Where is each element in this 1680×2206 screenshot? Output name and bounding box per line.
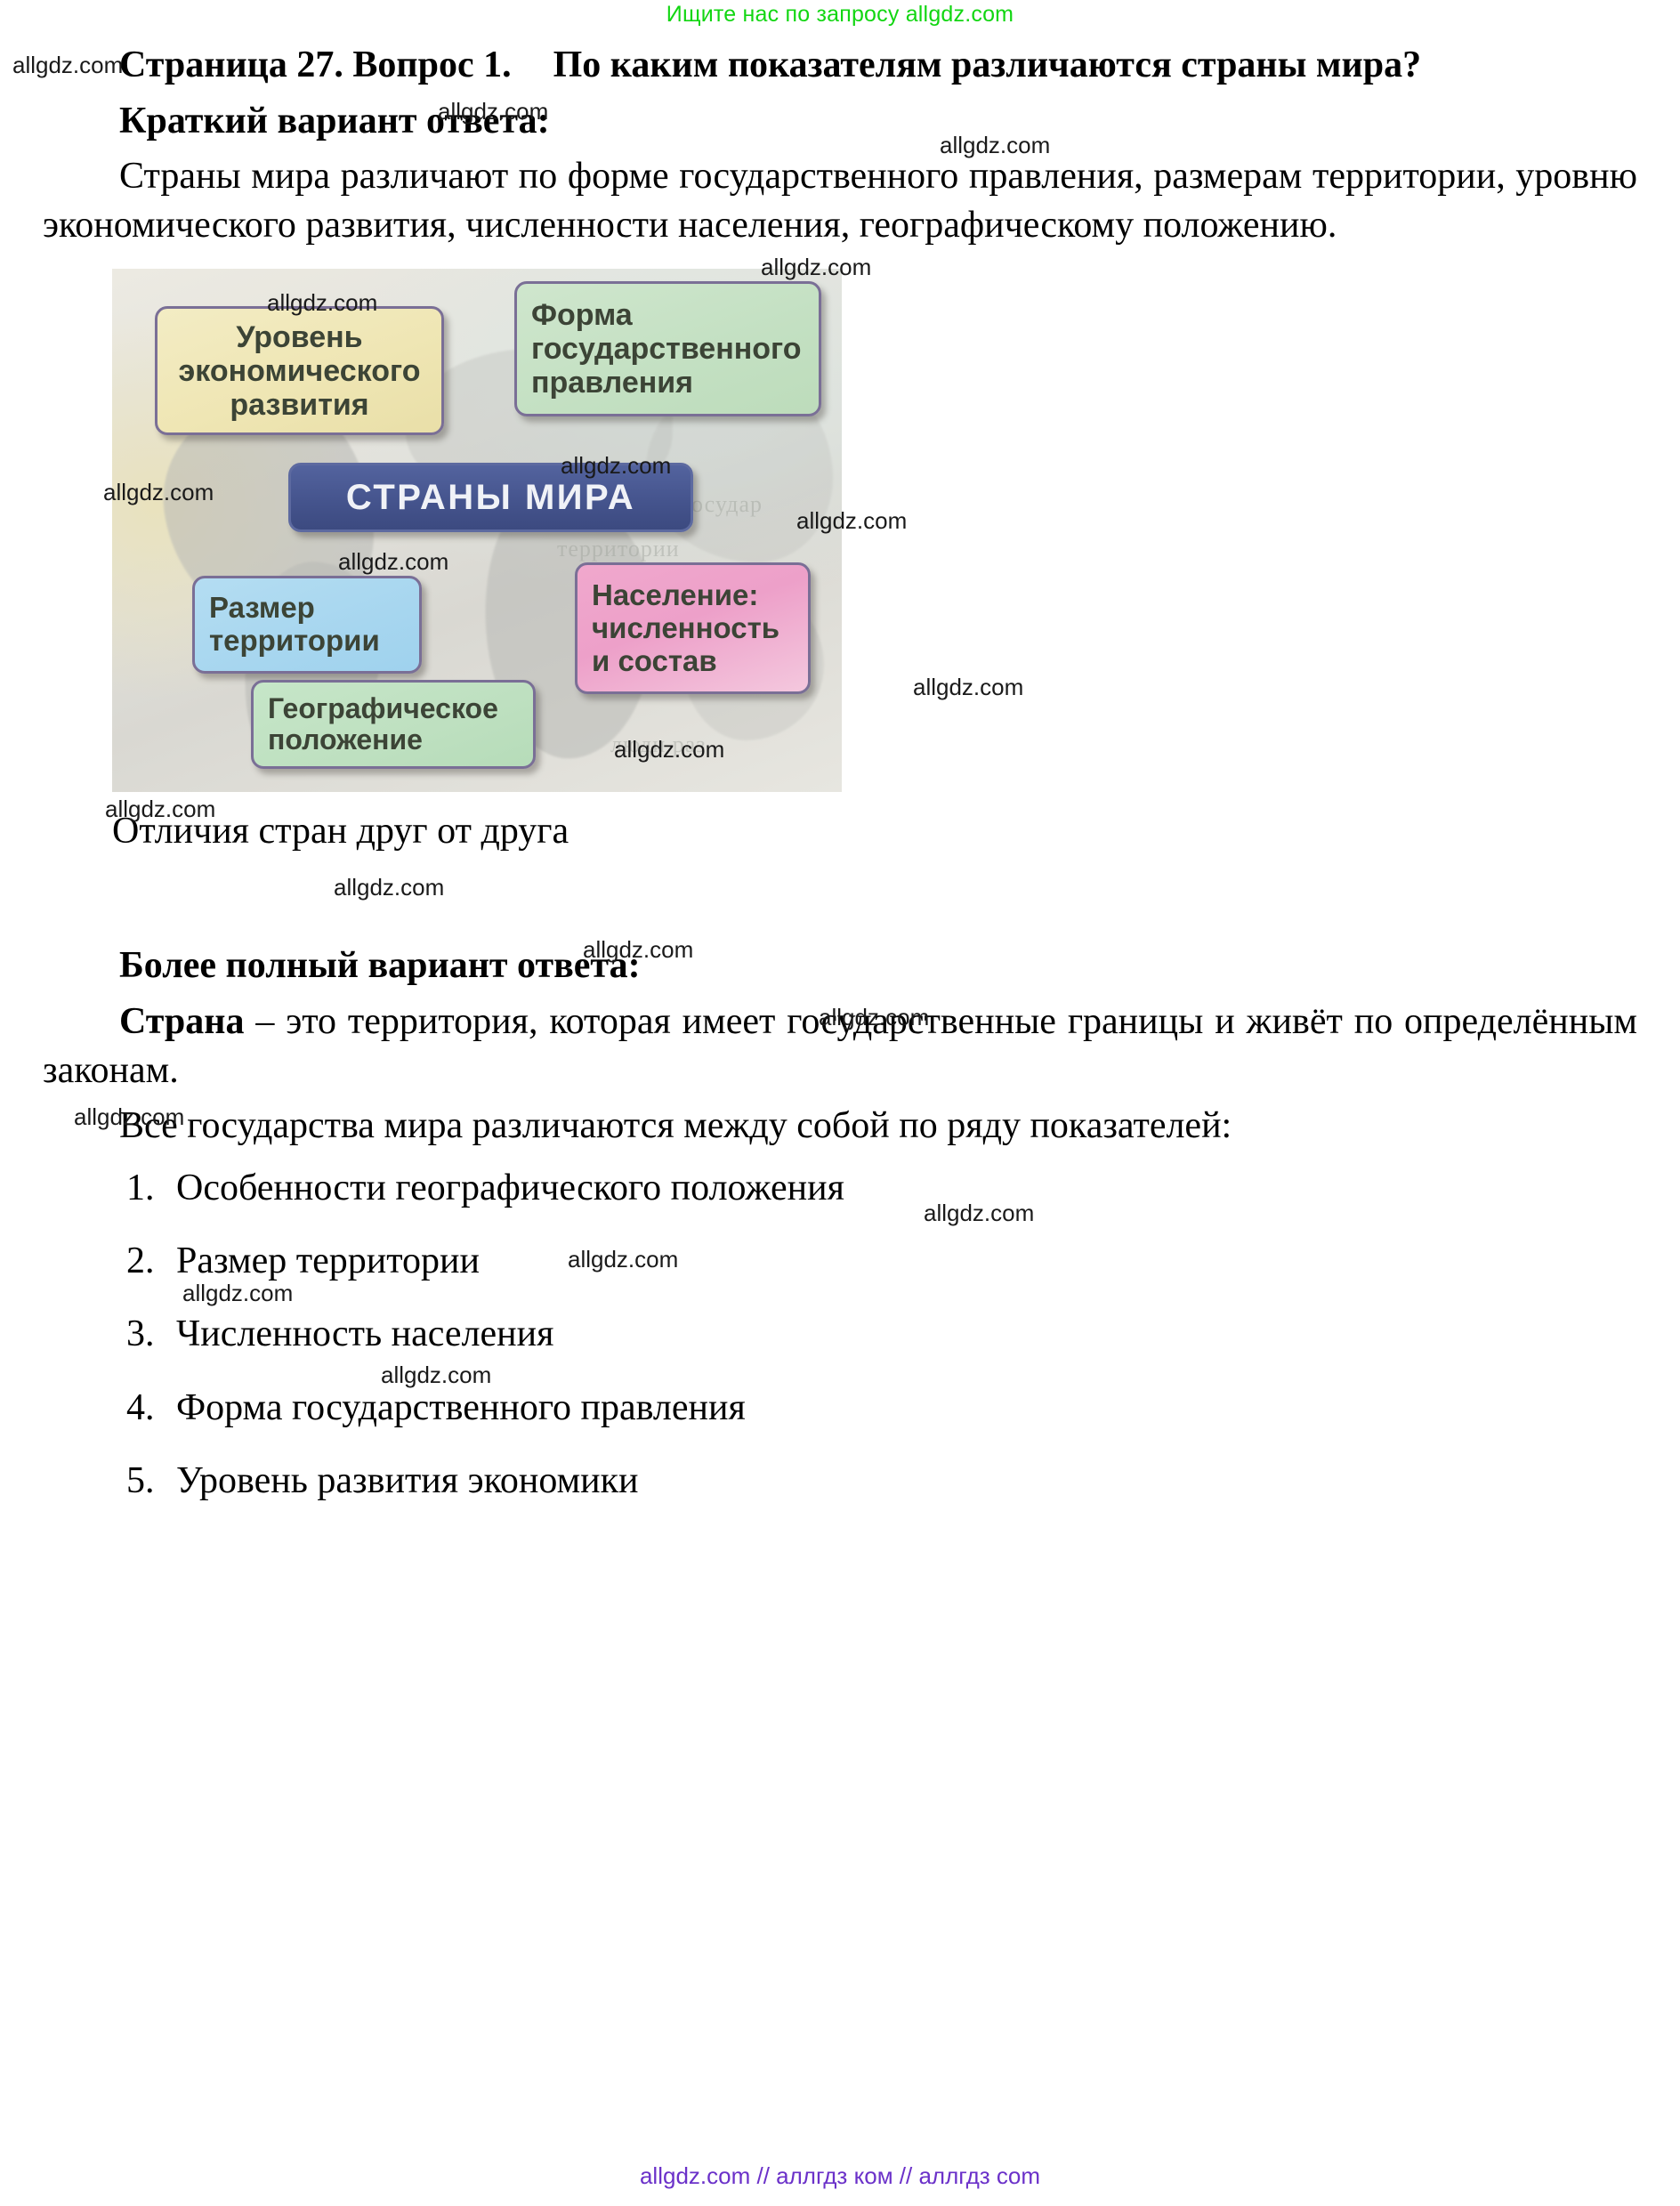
footer-links: allgdz.com // аллгдз ком // аллгдз com bbox=[639, 2162, 1041, 2189]
full-answer-heading: Более полный вариант ответа: bbox=[119, 945, 641, 987]
list-item: Размер территории bbox=[164, 1236, 1637, 1286]
short-answer-paragraph: Страны мира различают по форме государст… bbox=[43, 156, 1637, 246]
figure-node-economy: Уровень экономического развития bbox=[155, 306, 444, 436]
criteria-intro-paragraph: Все государства мира различаются между с… bbox=[119, 1105, 1232, 1147]
figure-canvas: в одной территории государ люди раз Уров… bbox=[112, 269, 842, 793]
figure-node-center: СТРАНЫ МИРА bbox=[288, 463, 693, 533]
spacer bbox=[43, 1095, 1637, 1102]
definition-term: Страна bbox=[119, 1000, 245, 1042]
short-answer-heading: Краткий вариант ответа: bbox=[119, 100, 550, 141]
country-definition-paragraph: Страна – это территория, которая имеет г… bbox=[43, 998, 1637, 1095]
spacer bbox=[43, 90, 1637, 97]
background-print-text: люди раз bbox=[610, 731, 707, 758]
figure-countries-diagram: в одной территории государ люди раз Уров… bbox=[112, 269, 842, 793]
list-item: Особенности географического положения bbox=[164, 1163, 1637, 1213]
figure-node-territory: Размер территории bbox=[192, 576, 422, 675]
question-label: Страница 27. Вопрос 1. bbox=[119, 44, 512, 85]
list-item: Уровень развития экономики bbox=[164, 1456, 1637, 1506]
list-item: Форма государственного правления bbox=[164, 1383, 1637, 1433]
question-text: По каким показателям различаются страны … bbox=[553, 44, 1422, 85]
background-print-text: государ bbox=[682, 491, 763, 518]
figure-caption: Отличия стран друг от друга bbox=[112, 811, 569, 853]
spacer bbox=[43, 890, 1637, 941]
criteria-list: Особенности географического положения Ра… bbox=[43, 1163, 1637, 1506]
search-promo-banner: Ищите нас по запросу allgdz.com bbox=[666, 2, 1014, 27]
background-print-text: территории bbox=[557, 536, 680, 562]
figure-node-population: Население: численность и состав bbox=[575, 562, 811, 695]
figure-node-geography: Географическое положение bbox=[251, 680, 536, 770]
list-item: Численность населения bbox=[164, 1309, 1637, 1359]
question-heading: Страница 27. Вопрос 1. По каким показате… bbox=[43, 41, 1637, 90]
spacer bbox=[43, 990, 1637, 998]
spacer bbox=[43, 145, 1637, 152]
definition-rest: – это территория, которая имеет государс… bbox=[43, 1000, 1637, 1091]
document-body: Страница 27. Вопрос 1. По каким показате… bbox=[43, 41, 1637, 1529]
figure-node-government: Форма государственного правления bbox=[514, 281, 821, 417]
